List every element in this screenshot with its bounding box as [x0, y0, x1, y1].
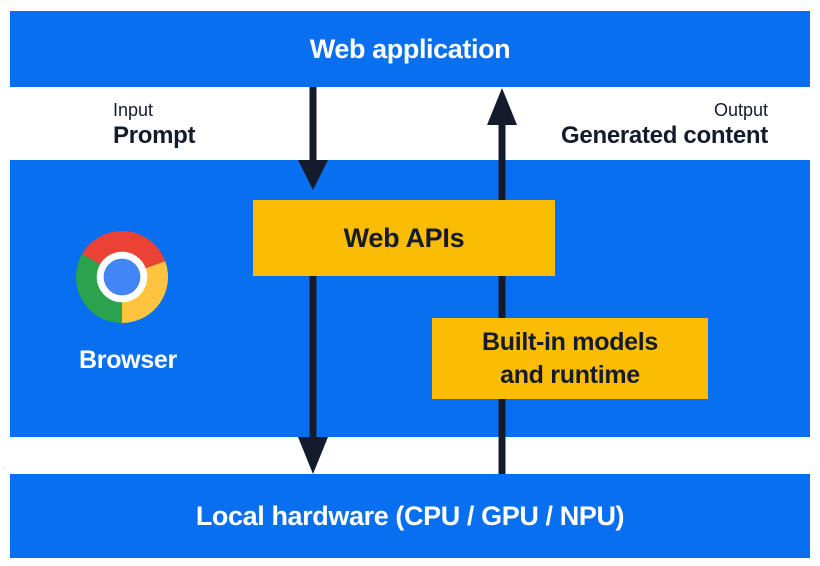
input-value: Prompt — [113, 122, 196, 149]
builtin-models-line1: Built-in models — [481, 327, 659, 356]
local-hardware-label: Local hardware (CPU / GPU / NPU) — [195, 500, 625, 531]
input-arrow-lower-segment — [298, 276, 328, 474]
input-label: Input — [113, 100, 154, 120]
builtin-models-box: Built-in models and runtime — [432, 318, 708, 399]
local-hardware-layer: Local hardware (CPU / GPU / NPU) — [10, 474, 810, 558]
output-annotation: Output Generated content — [561, 99, 768, 149]
web-apis-box: Web APIs — [253, 200, 555, 276]
output-arrow — [487, 88, 517, 474]
web-application-layer: Web application — [10, 11, 810, 87]
browser-label: Browser — [79, 346, 177, 374]
builtin-models-line2: and runtime — [500, 360, 640, 389]
web-application-label: Web application — [309, 33, 511, 64]
chrome-center — [103, 258, 141, 296]
browser-layer: Browser Web APIs Built-in models and run… — [10, 160, 810, 437]
web-apis-label: Web APIs — [343, 222, 465, 253]
input-arrow-upper-segment — [298, 87, 328, 190]
output-label: Output — [713, 100, 768, 120]
input-annotation: Input Prompt — [113, 99, 196, 149]
output-value: Generated content — [561, 122, 768, 149]
chrome-browser-icon — [76, 231, 168, 323]
